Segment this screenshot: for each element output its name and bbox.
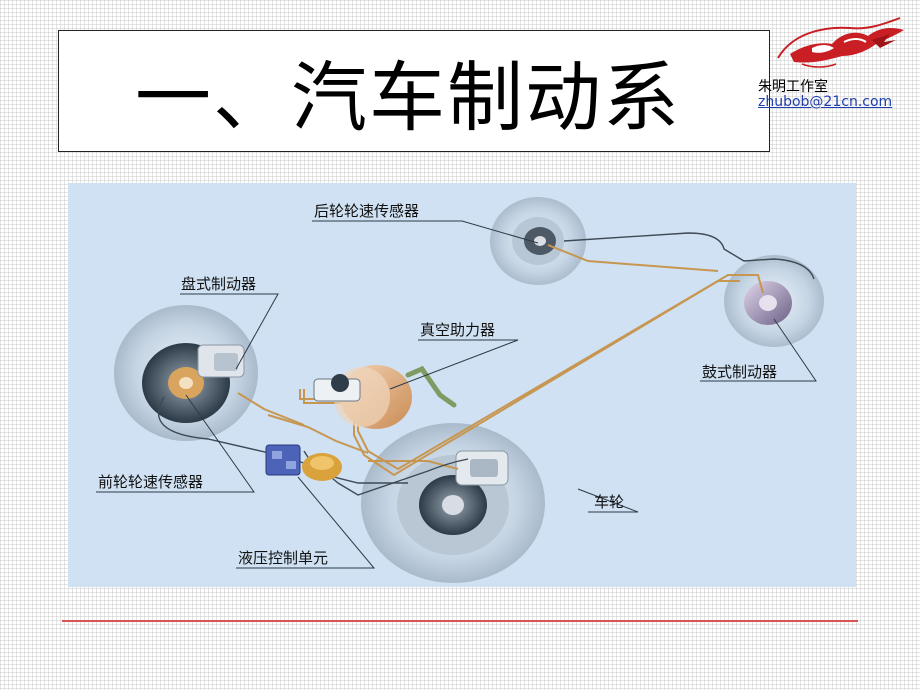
front-right-wheel bbox=[361, 423, 545, 583]
studio-email-link[interactable]: zhubob@21cn.com bbox=[758, 94, 893, 110]
bottom-divider bbox=[62, 620, 858, 622]
hydraulic-control-unit bbox=[265, 444, 342, 481]
label-wheel: 车轮 bbox=[594, 493, 624, 511]
rear-left-wheel bbox=[490, 197, 586, 285]
label-vacuum-booster: 真空助力器 bbox=[420, 321, 495, 339]
title-box: 一、汽车制动系 bbox=[58, 30, 770, 152]
rear-right-wheel-drum-brake bbox=[724, 255, 824, 347]
label-rear-wheel-speed-sensor: 后轮轮速传感器 bbox=[314, 202, 419, 220]
label-leader-lines bbox=[96, 220, 817, 569]
red-horse-logo-icon bbox=[777, 17, 904, 68]
label-disc-brake: 盘式制动器 bbox=[181, 275, 256, 293]
label-drum-brake: 鼓式制动器 bbox=[702, 363, 777, 381]
label-hydraulic-control-unit: 液压控制单元 bbox=[238, 549, 328, 567]
studio-name: 朱明工作室 bbox=[758, 79, 828, 95]
label-front-wheel-speed-sensor: 前轮轮速传感器 bbox=[98, 473, 203, 491]
vacuum-booster bbox=[313, 365, 457, 429]
front-left-wheel-disc-brake bbox=[114, 305, 258, 441]
brake-system-diagram: 后轮轮速传感器 盘式制动器 真空助力器 鼓式制动器 前轮轮速传感器 车轮 液压控… bbox=[68, 183, 856, 587]
slide-title: 一、汽车制动系 bbox=[135, 53, 681, 142]
